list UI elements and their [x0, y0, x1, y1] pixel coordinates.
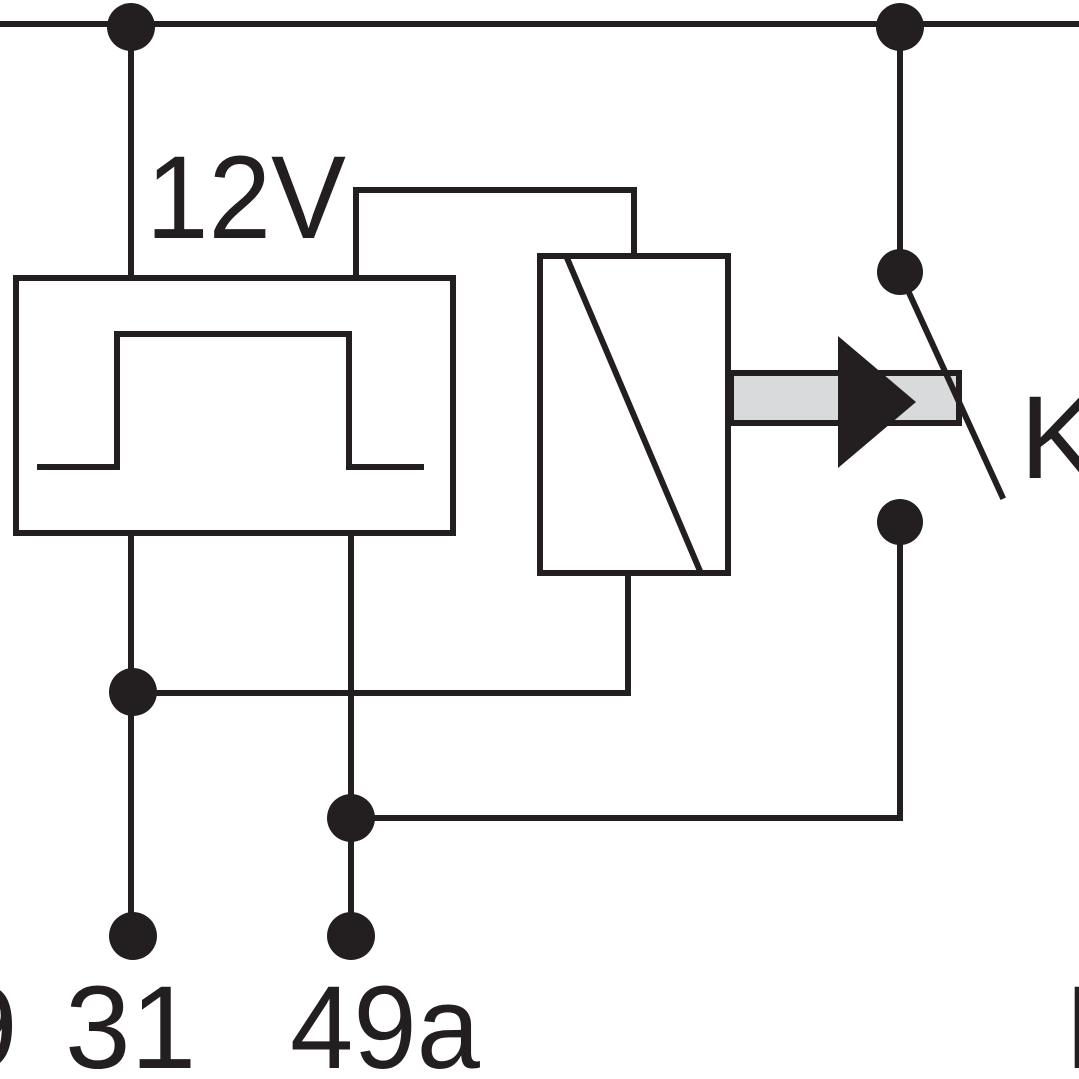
junction-ground — [109, 668, 157, 716]
switch-blade — [901, 280, 1006, 500]
wire-coil-to-ground — [128, 570, 631, 696]
junction-rail-right — [876, 3, 924, 51]
wire-timer-to-coil — [353, 187, 637, 281]
terminal-31-node — [109, 912, 157, 960]
terminal-left-partial-label: 9 — [0, 962, 18, 1079]
terminal-49a-label: 49a — [290, 962, 480, 1079]
actuator-arrow-icon — [838, 336, 916, 468]
terminal-49a-node — [327, 912, 375, 960]
junction-output — [327, 794, 375, 842]
coil-diagonal — [563, 254, 704, 575]
supply-voltage-label: 12V — [146, 132, 346, 264]
terminal-31-label: 31 — [65, 962, 196, 1079]
terminal-right-partial-label: L — [1065, 962, 1079, 1079]
junction-rail-left — [107, 3, 155, 51]
switch-contact-top — [877, 249, 923, 295]
timer-module — [13, 275, 456, 536]
pulse-waveform-icon — [37, 331, 424, 470]
wire-switch-to-output — [348, 519, 903, 821]
contact-label: K — [1020, 372, 1079, 504]
